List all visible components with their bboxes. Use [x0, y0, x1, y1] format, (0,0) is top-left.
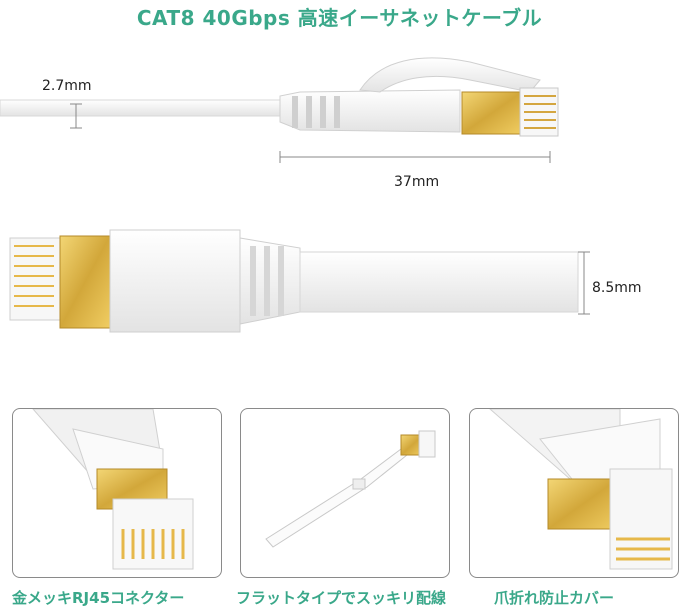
feature-image-gold-connector [12, 408, 222, 578]
caption-flat-cable: フラットタイプでスッキリ配線 [236, 589, 447, 607]
cable-flat-view [9, 229, 579, 333]
thickness-label: 2.7mm [42, 78, 92, 94]
feature-image-snagless-cover [469, 408, 679, 578]
page-title: CAT8 40Gbps 高速イーサネットケーブル [136, 6, 543, 30]
thickness-marker [70, 103, 82, 129]
caption-gold-connector: 金メッキRJ45コネクター [12, 589, 185, 607]
width-marker [578, 251, 590, 315]
cable-side-view [0, 57, 559, 137]
length-label: 37mm [394, 174, 440, 190]
width-label: 8.5mm [592, 280, 642, 296]
cable-illustration [0, 57, 590, 333]
length-marker [279, 151, 551, 163]
feature-image-flat-cable [240, 408, 450, 578]
caption-snagless-cover: 爪折れ防止カバー [494, 589, 615, 607]
